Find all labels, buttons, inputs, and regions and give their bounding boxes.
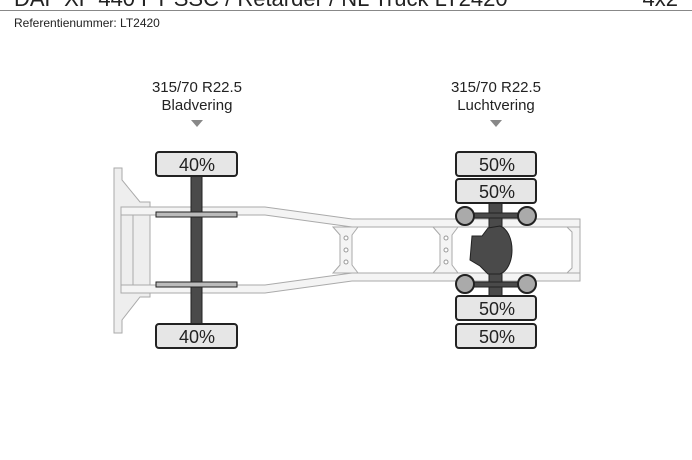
tire-rear-right-outer: [455, 323, 537, 349]
front-suspension: Bladvering: [161, 97, 233, 114]
differential: [469, 225, 513, 275]
tire-rear-right-inner: [455, 295, 537, 321]
front-axle-label: 315/70 R22.5 Bladvering: [117, 79, 277, 115]
tire-front-left: [155, 151, 238, 177]
rear-axle-label: 315/70 R22.5 Luchtvering: [416, 79, 576, 115]
leaf-spring-right: [155, 281, 238, 288]
tire-tread-rear-2: 50%: [479, 182, 515, 202]
rear-suspension: Luchtvering: [457, 97, 535, 114]
tire-rear-left-outer: [455, 151, 537, 177]
air-bellows: [455, 206, 537, 294]
front-axle: [190, 169, 203, 331]
tire-front-right: [155, 323, 238, 349]
front-tire-size: 315/70 R22.5: [151, 79, 243, 96]
axle-config: 4x2: [643, 0, 678, 12]
tire-tread-rear-1: 50%: [479, 155, 515, 175]
leaf-spring-left: [155, 211, 238, 218]
rivets: [343, 235, 449, 265]
tire-tread-rear-4: 50%: [479, 327, 515, 347]
crossmember: [331, 226, 581, 274]
tire-tread-front-right: 40%: [179, 327, 215, 347]
rear-tire-size: 315/70 R22.5: [450, 79, 542, 96]
page-title: DAF XF 440 FT SSC / Retarder / NL Truck …: [14, 0, 508, 12]
front-crossmember: [120, 209, 134, 291]
tire-tread-front-left: 40%: [179, 155, 215, 175]
reference-number: Referentienummer: LT2420: [14, 16, 160, 30]
tire-tread-rear-3: 50%: [479, 299, 515, 319]
rear-marker-icon: [490, 120, 502, 127]
divider: [0, 10, 692, 11]
tire-rear-left-inner: [455, 178, 537, 204]
front-marker-icon: [191, 120, 203, 127]
